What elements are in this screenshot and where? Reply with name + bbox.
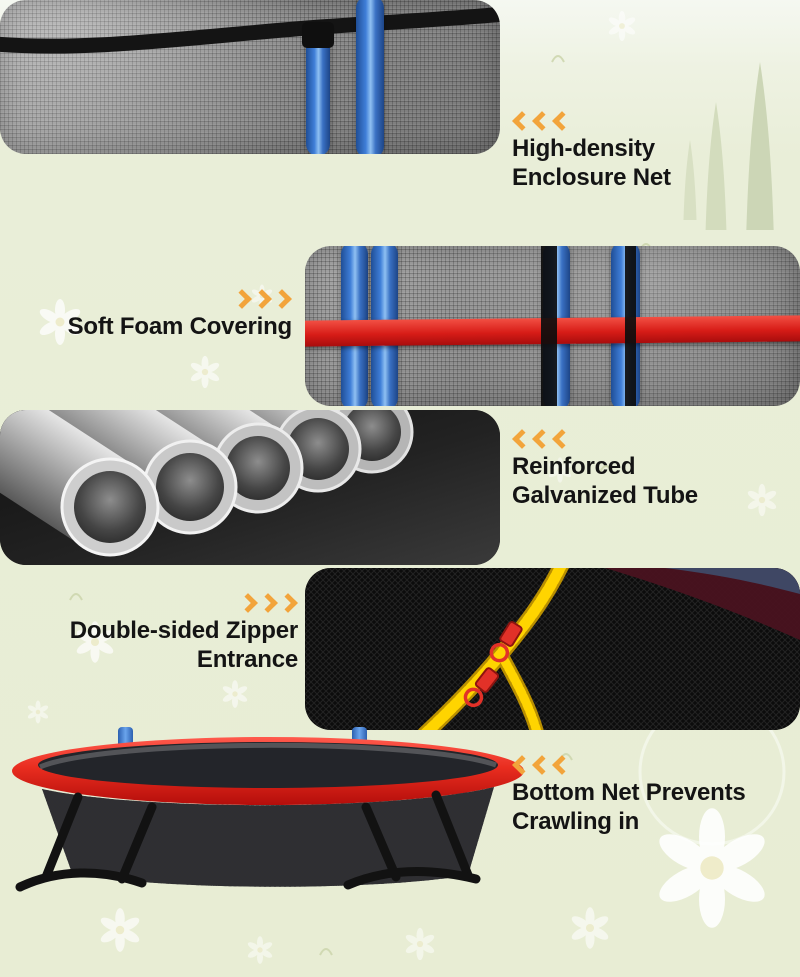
- soft-foam-photo: [305, 246, 800, 406]
- feature-label-line: Bottom Net Prevents: [512, 779, 746, 806]
- chevron: [532, 755, 552, 775]
- feature-label-line: Double-sided Zipper: [69, 617, 298, 644]
- chevron: [532, 111, 552, 131]
- zipper-entrance-photo: [305, 568, 800, 730]
- chevron: [532, 429, 552, 449]
- feature-label-line: Entrance: [196, 645, 298, 673]
- feature-label-line: Crawling in: [512, 807, 640, 835]
- feature-label-line: Enclosure Net: [512, 163, 671, 191]
- caption-soft-foam: Soft Foam Covering: [30, 289, 293, 342]
- feature-label-line: Galvanized Tube: [512, 481, 698, 509]
- frame-pad-edge: [605, 568, 800, 640]
- caption-enclosure-net: High-density Enclosure Net: [512, 111, 792, 193]
- chevron: [278, 593, 298, 613]
- chevron-left-icon: [512, 755, 794, 775]
- mat-edge: [665, 568, 800, 594]
- pole-strap: [302, 22, 334, 48]
- chevron: [252, 289, 272, 309]
- chevron-left-icon: [512, 429, 792, 449]
- chevron-left-icon: [512, 111, 792, 131]
- enclosure-net-photo: [0, 0, 500, 154]
- chevron: [512, 755, 532, 775]
- chevron: [552, 755, 572, 775]
- chevron: [512, 111, 532, 131]
- pole-strap: [625, 246, 636, 406]
- net-pole: [356, 0, 384, 154]
- steel-tubes: [0, 410, 414, 557]
- red-frame-pad: [12, 737, 524, 805]
- chevron: [238, 593, 258, 613]
- feature-label-line: Soft Foam Covering: [67, 313, 293, 340]
- caption-bottom-net: Bottom Net Prevents Crawling in: [512, 755, 794, 837]
- zipper-illustration: [305, 568, 800, 730]
- trampoline-bottom-photo: [0, 727, 545, 912]
- trampoline-bottom-illustration: [12, 727, 524, 892]
- bottom-safety-net: [42, 787, 494, 887]
- chevron: [232, 289, 252, 309]
- chevron: [512, 429, 532, 449]
- net-strap: [0, 6, 500, 54]
- pole-strap: [541, 246, 557, 406]
- galvanized-tube-photo: [0, 410, 500, 565]
- caption-galvanized-tube: Reinforced Galvanized Tube: [512, 429, 792, 511]
- chevron: [258, 593, 278, 613]
- chevron: [552, 111, 572, 131]
- double-zipper: [418, 568, 569, 730]
- caption-zipper-entrance: Double-sided Zipper Entrance: [20, 593, 298, 675]
- feature-label-line: High-density: [512, 135, 655, 162]
- feature-label-line: Reinforced: [512, 453, 636, 480]
- tubes-illustration: [0, 410, 500, 565]
- chevron-right-icon: [30, 289, 292, 309]
- chevron: [552, 429, 572, 449]
- chevron-right-icon: [20, 593, 298, 613]
- zipper-pulls: [463, 621, 523, 708]
- trampoline-legs: [15, 790, 481, 892]
- chevron: [272, 289, 292, 309]
